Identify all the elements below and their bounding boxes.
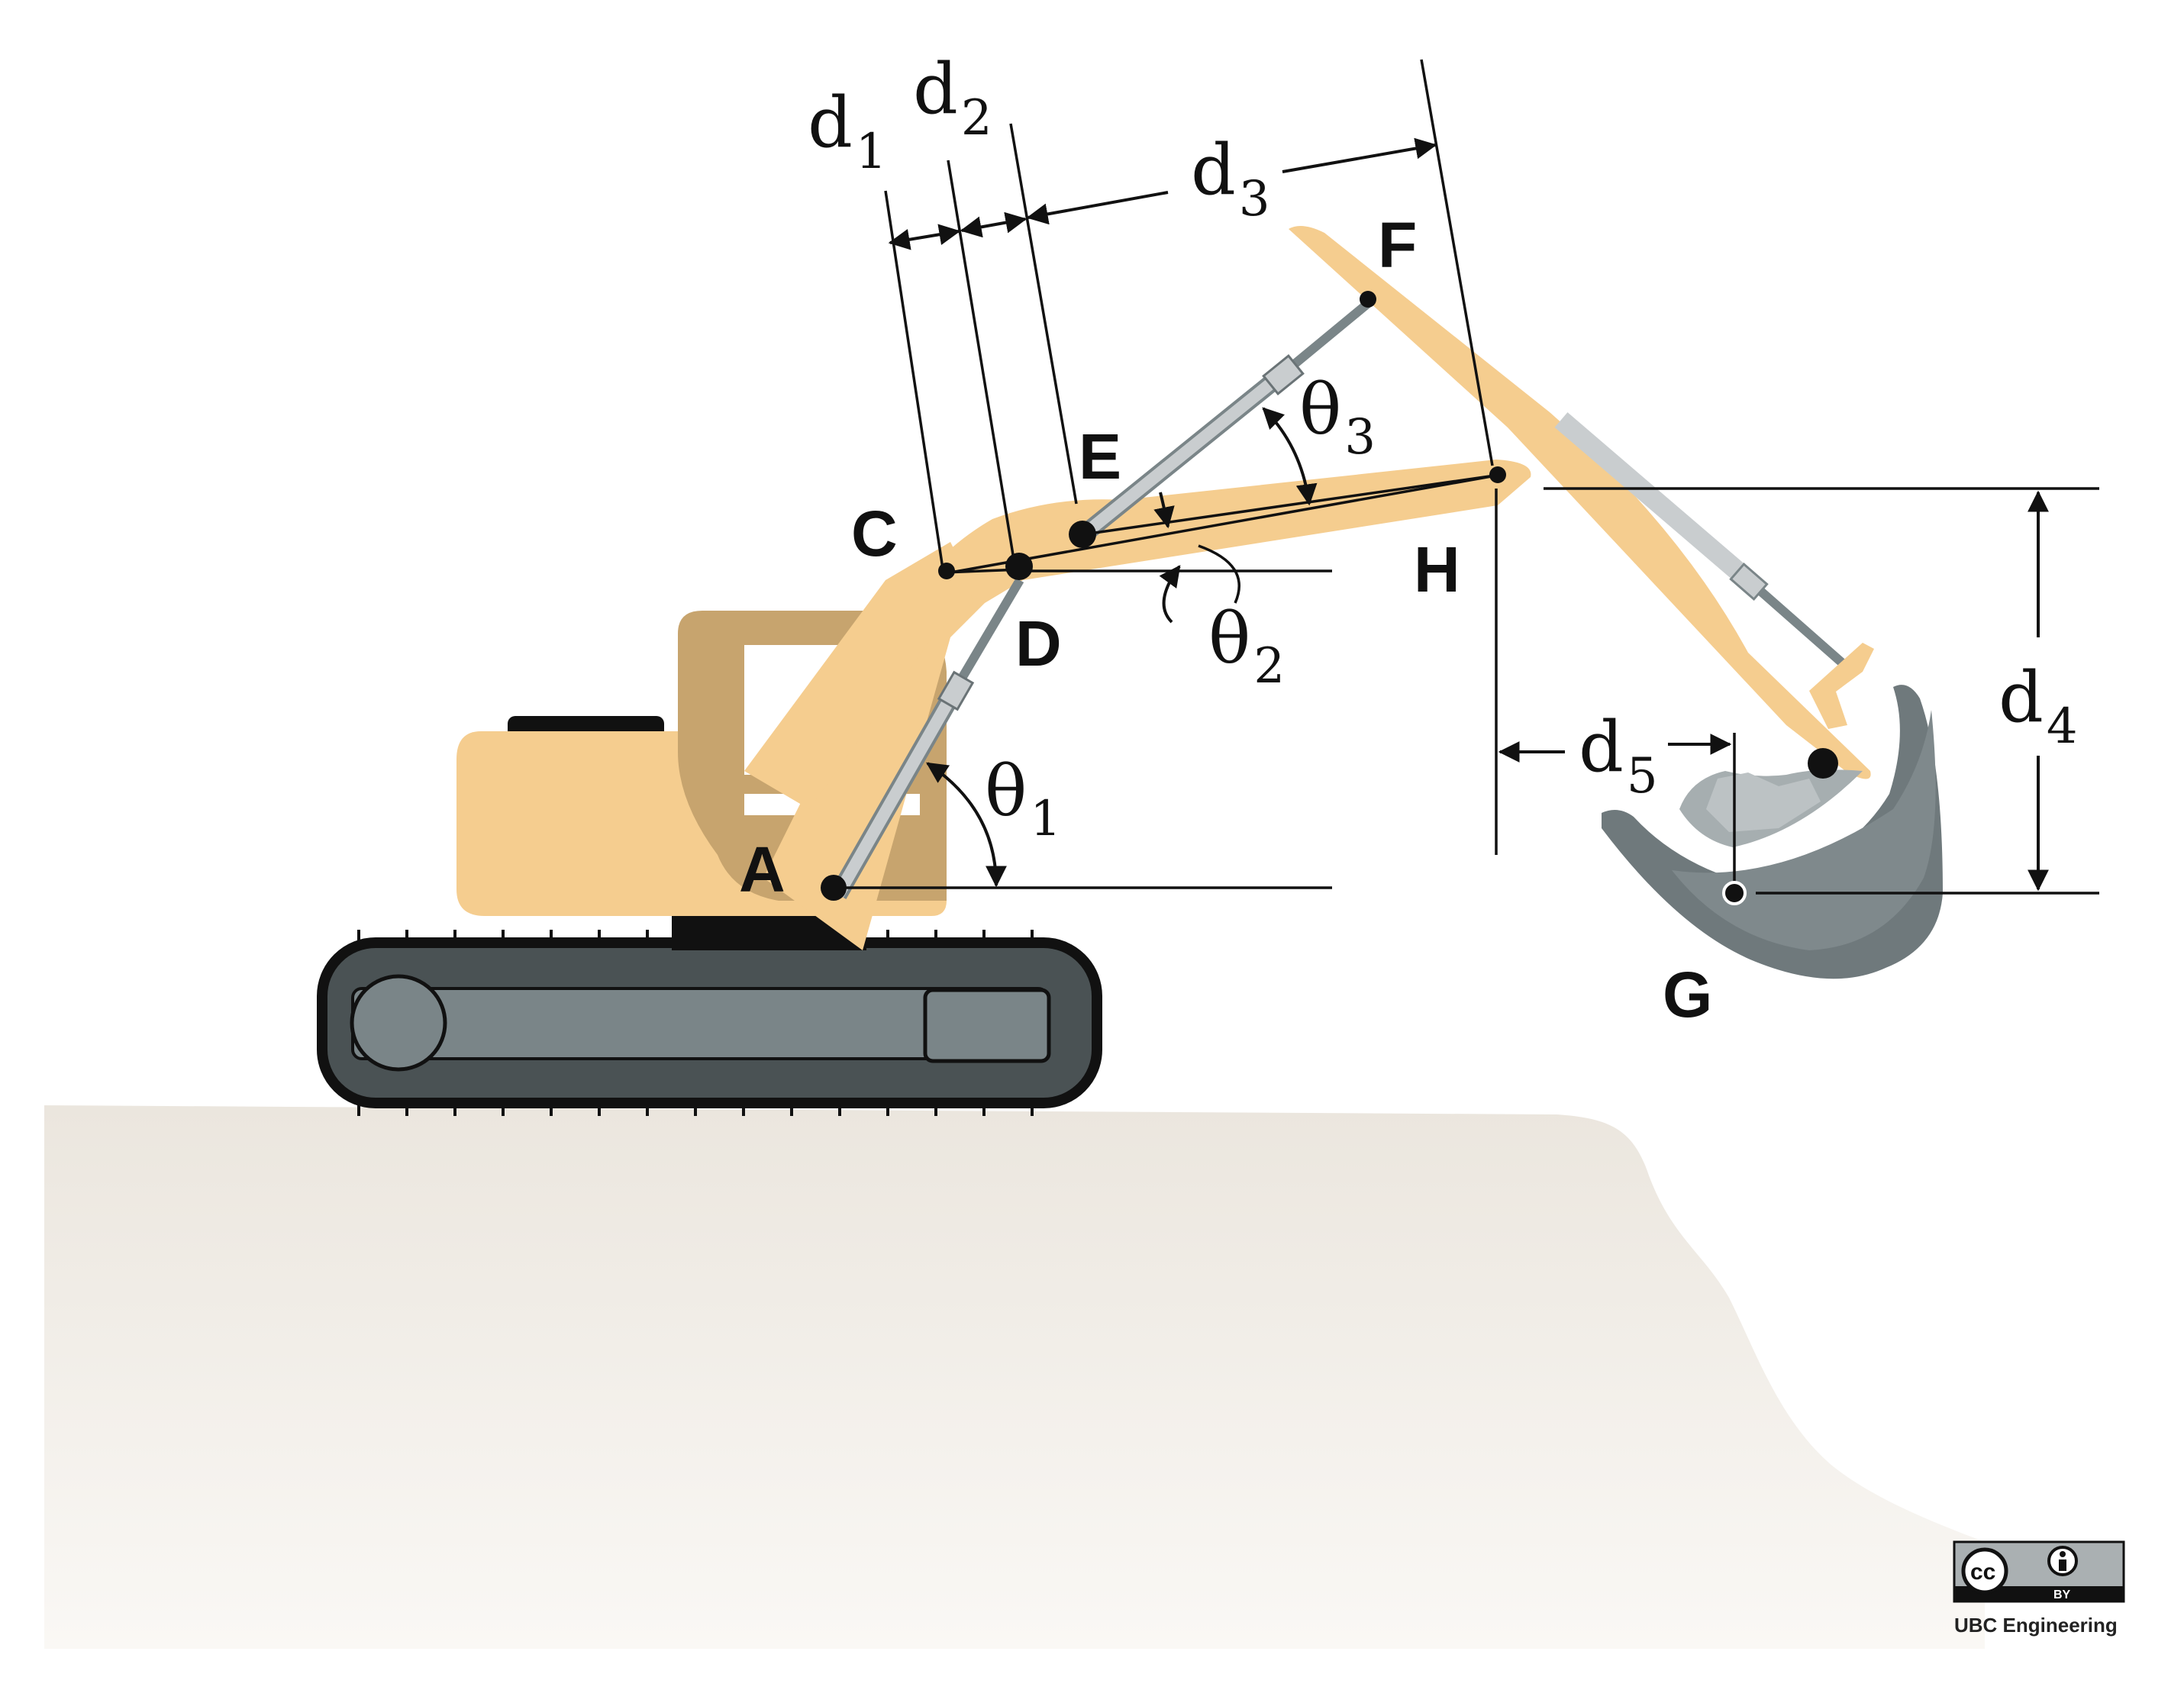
pin-E <box>1069 521 1096 548</box>
label-A: A <box>739 834 786 905</box>
pin-D <box>1005 553 1033 580</box>
pin-bucket <box>1808 748 1838 779</box>
pin-A <box>821 875 847 901</box>
ground <box>44 1105 1985 1649</box>
label-D: D <box>1015 608 1062 679</box>
boom-root <box>744 542 973 809</box>
point-labels: A C D E F G H <box>739 209 1712 1030</box>
reference-lines <box>840 59 2099 895</box>
label-d2: d2 <box>913 48 992 147</box>
label-d1: d1 <box>808 82 887 180</box>
pin-H <box>1489 466 1506 483</box>
label-G: G <box>1663 959 1712 1030</box>
cc-by-license-badge: cc BY UBC Engineering <box>1953 1540 2125 1637</box>
label-E: E <box>1079 421 1121 492</box>
label-H: H <box>1414 534 1460 605</box>
label-d5: d5 <box>1579 706 1658 805</box>
label-F: F <box>1378 209 1417 281</box>
dimension-labels: d1 d2 d3 d4 d5 <box>808 48 2078 805</box>
svg-text:cc: cc <box>1970 1559 1995 1585</box>
pin-G <box>1722 881 1747 905</box>
cc-icon <box>1961 1547 2008 1595</box>
pins <box>821 291 1838 905</box>
label-theta3: θ3 <box>1299 369 1376 466</box>
label-theta1: θ1 <box>985 750 1061 847</box>
label-d4: d4 <box>1999 656 2078 755</box>
pin-F <box>1360 291 1376 308</box>
boom-cylinder <box>830 577 1024 899</box>
crawler-tracks <box>317 930 1102 1116</box>
dimension-arrows <box>888 137 2049 892</box>
angle-labels: θ1 θ2 θ3 <box>985 369 1376 847</box>
angle-arcs <box>926 407 1318 888</box>
bucket-linkage <box>1809 643 1874 729</box>
label-d3: d3 <box>1191 129 1270 227</box>
label-C: C <box>851 498 898 569</box>
bucket-cylinder <box>1554 412 1755 588</box>
cab-lower-window-2 <box>744 794 756 815</box>
svg-text:BY: BY <box>2053 1588 2071 1601</box>
stick-arm <box>1289 226 1871 779</box>
drive-sprocket <box>350 974 447 1072</box>
bucket-cylinder-collar <box>1729 562 1769 601</box>
label-theta2: θ2 <box>1208 598 1285 695</box>
bucket-rod <box>1745 576 1847 668</box>
idler-block <box>923 988 1051 1063</box>
credit-text: UBC Engineering <box>1954 1614 2118 1637</box>
pin-C <box>938 563 955 579</box>
arm-cylinder <box>1078 298 1373 542</box>
bucket-contents <box>1706 772 1821 832</box>
